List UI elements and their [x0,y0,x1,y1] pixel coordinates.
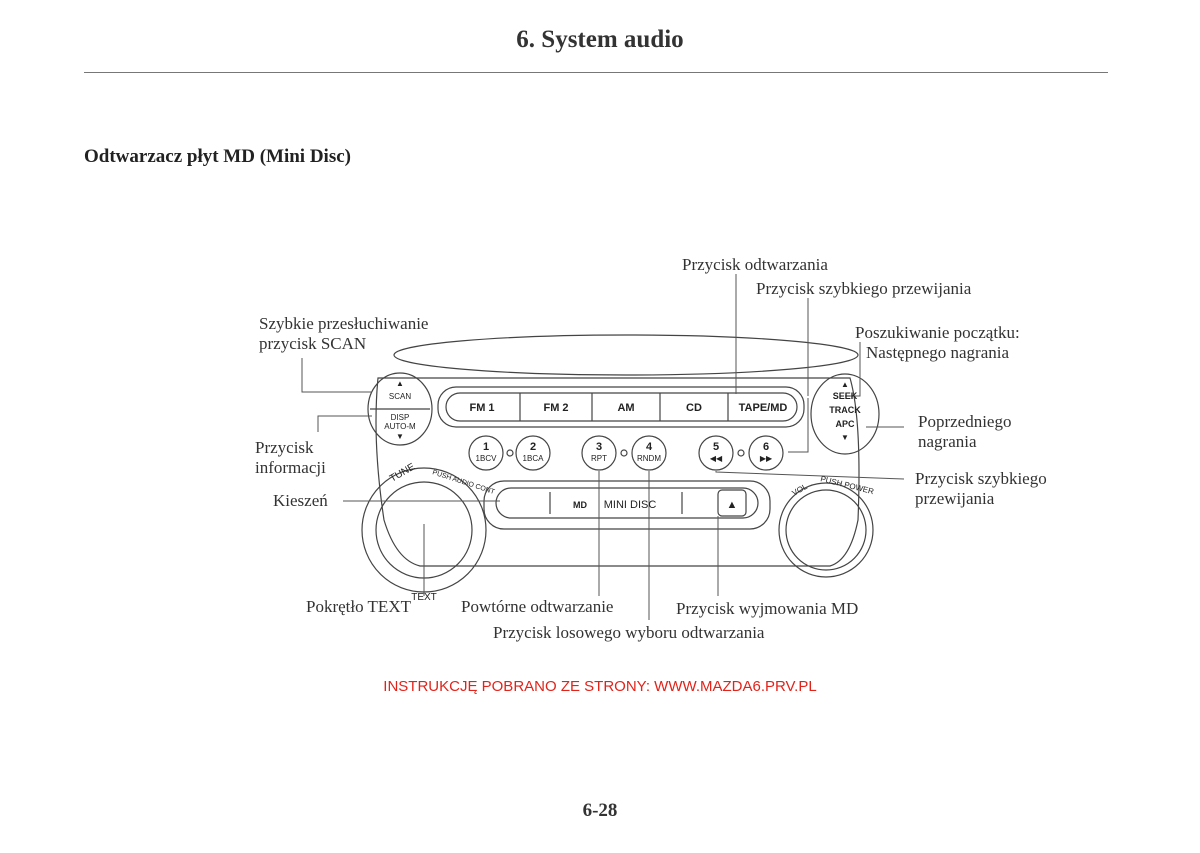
button-5-sub: ◀◀ [710,454,723,463]
callout-previous-2: nagrania [918,432,977,451]
md-slot [483,480,771,530]
button-6-num: 6 [763,441,769,453]
page-title: 6. System audio [516,26,684,53]
button-4-sub: RNDM [637,454,661,463]
scan-button-label[interactable]: SCAN [389,392,411,401]
callout-info-1: Przycisk [255,438,314,457]
button-5-num: 5 [713,441,719,453]
radio-face-outline [375,377,860,567]
callout-previous-1: Poprzedniego [918,412,1012,431]
callout-fast-forward: Przycisk szybkiego przewijania [756,279,972,298]
button-1-num: 1 [483,441,489,453]
seek-down-arrow: ▼ [841,433,849,442]
mini-disc-label: MINI DISC [604,499,657,511]
button-2-num: 2 [530,441,536,453]
callout-random: Przycisk losowego wyboru odtwarzania [493,623,765,642]
disp-down-arrow: ▼ [396,432,404,441]
text-knob-label: TEXT [411,592,437,603]
page-number: 6-28 [582,800,618,821]
section-title: Odtwarzacz płyt MD (Mini Disc) [84,146,351,167]
download-notice: INSTRUKCJĘ POBRANO ZE STRONY: WWW.MAZDA6… [383,678,817,695]
callout-playback: Przycisk odtwarzania [682,255,828,274]
preset-fm1[interactable]: FM 1 [469,402,494,414]
seek-up-arrow: ▲ [841,380,849,389]
callout-pocket: Kieszeń [273,491,328,510]
callout-rewind-2: przewijania [915,489,995,508]
button-3-sub: RPT [591,454,607,463]
button-1-sub: 1BCV [476,454,498,463]
button-6-sub: ▶▶ [760,454,773,463]
button-5[interactable] [698,435,734,471]
display-window [393,334,859,376]
button-3-num: 3 [596,441,602,453]
callout-scan-1: Szybkie przesłuchiwanie [259,314,429,333]
preset-bar [437,386,805,428]
push-audio-label: PUSH AUDIO CONT [431,469,496,496]
auto-m-label: AUTO-M [384,422,416,431]
preset-fm2[interactable]: FM 2 [543,402,568,414]
scan-up-arrow: ▲ [396,379,404,388]
preset-cd[interactable]: CD [686,402,702,414]
apc-label: APC [835,419,855,429]
callout-eject: Przycisk wyjmowania MD [676,599,859,618]
md-logo: MD [573,500,587,510]
callout-repeat: Powtórne odtwarzanie [461,597,614,616]
right-knob [778,482,874,578]
callout-text-knob: Pokrętło TEXT [306,597,411,616]
button-3[interactable] [581,435,617,471]
button-4-num: 4 [646,441,653,453]
scan-disp-oval [367,372,433,446]
seek-oval [810,373,880,455]
callout-rewind-1: Przycisk szybkiego [915,469,1047,488]
eject-icon[interactable]: ▲ [727,499,738,511]
callout-info-2: informacji [255,458,326,477]
track-label: TRACK [829,405,861,415]
preset-am[interactable]: AM [617,402,634,414]
button-4[interactable] [631,435,667,471]
callout-scan-2: przycisk SCAN [259,334,367,353]
callout-seek-1: Poszukiwanie początku: [855,323,1020,342]
button-6[interactable] [748,435,784,471]
seek-label[interactable]: SEEK [833,391,858,401]
tune-label: TUNE [388,461,417,484]
disp-button-label[interactable]: DISP [391,413,410,422]
callout-seek-2: Następnego nagrania [866,343,1010,362]
preset-tape-md[interactable]: TAPE/MD [739,402,788,414]
button-2-sub: 1BCA [523,454,545,463]
button-2[interactable] [515,435,551,471]
button-1[interactable] [468,435,504,471]
header-rule [84,72,1108,73]
